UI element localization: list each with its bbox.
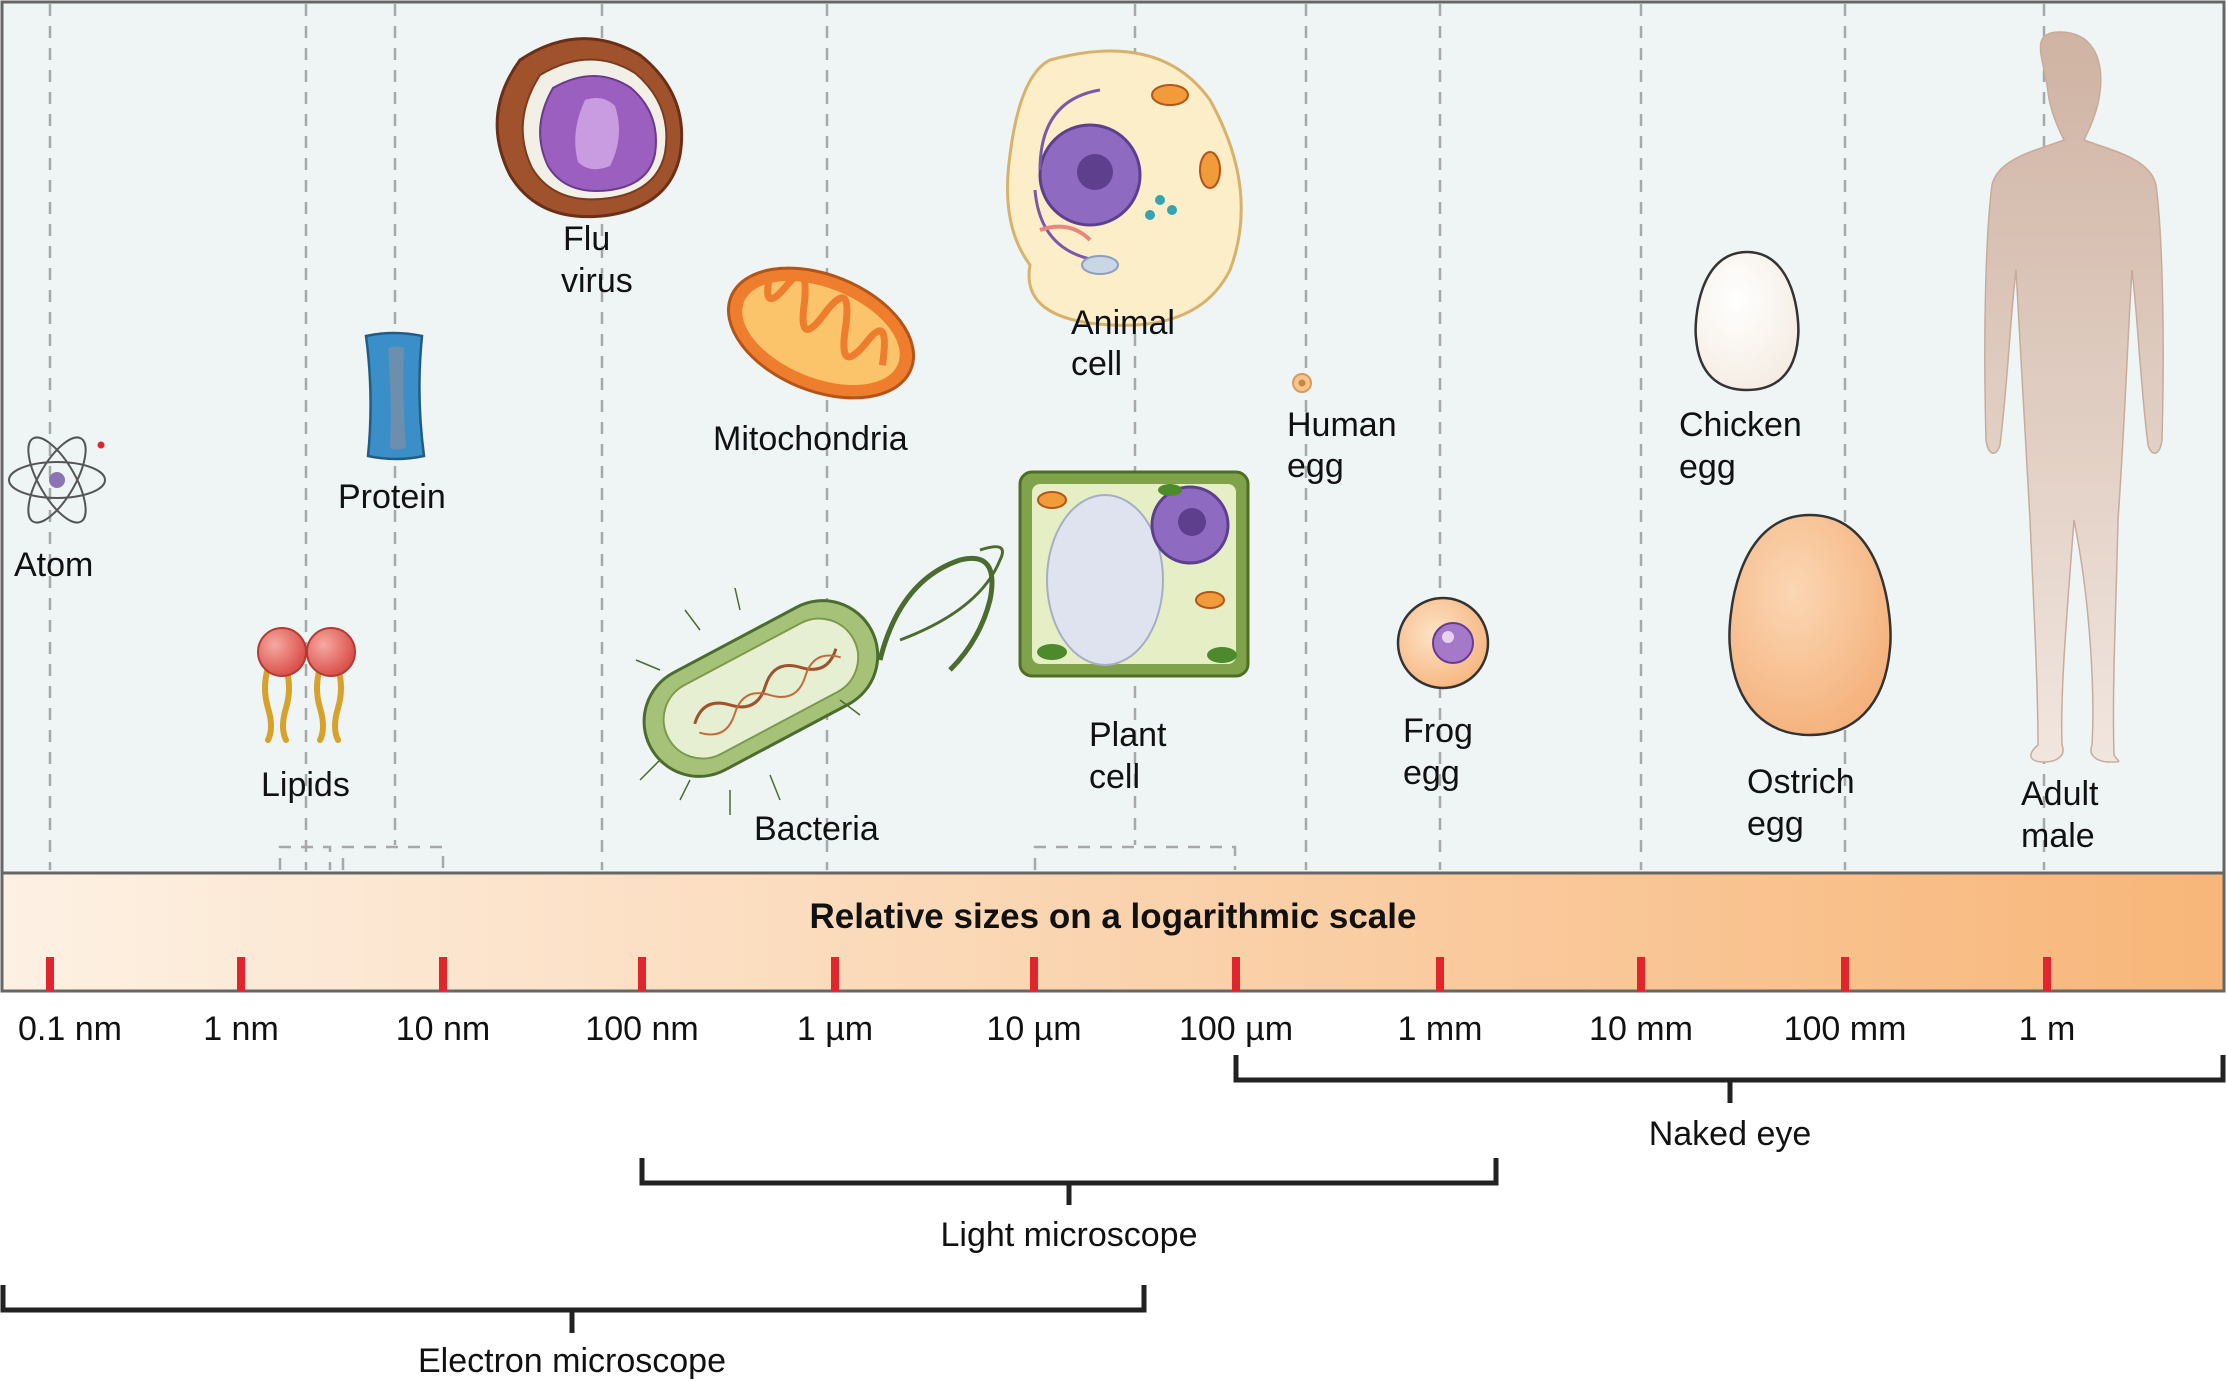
adult-male-illustration	[1984, 31, 2164, 763]
ostrich-egg-label-line1: Ostrich	[1747, 763, 1855, 801]
frog-egg-label-line1: Frog	[1403, 712, 1473, 750]
flu-virus-label-line2: virus	[561, 262, 633, 300]
frog-egg-illustration	[1396, 596, 1490, 690]
scale-tick-labels: 0.1 nm 1 nm 10 nm 100 nm 1 µm 10 µm 100 µm 1 mm…	[18, 1010, 2075, 1048]
scale-tick-mark	[638, 957, 646, 991]
chicken-egg-label-line2: egg	[1679, 448, 1736, 486]
plant-cell-label-line1: Plant	[1089, 716, 1167, 754]
scale-tick-label: 100 µm	[1179, 1010, 1293, 1048]
adult-male-label-line1: Adult	[2021, 775, 2099, 813]
bacteria-label: Bacteria	[754, 810, 879, 848]
log-scale-bar	[0, 871, 2226, 993]
scale-tick-label: 0.1 nm	[18, 1010, 122, 1048]
lipids-illustration	[257, 627, 356, 743]
atom-illustration	[8, 436, 106, 524]
scale-tick-label: 10 nm	[396, 1010, 491, 1048]
scale-tick-mark	[831, 957, 839, 991]
scale-tick-mark	[1841, 957, 1849, 991]
electron-microscope-label: Electron microscope	[418, 1342, 726, 1380]
plant-cell-label-line2: cell	[1089, 758, 1140, 796]
lipids-label: Lipids	[261, 766, 350, 804]
scale-tick-label: 10 µm	[986, 1010, 1081, 1048]
scale-tick-mark	[237, 957, 245, 991]
scale-tick-mark	[1030, 957, 1038, 991]
protein-illustration	[364, 331, 426, 461]
human-egg-label-line2: egg	[1287, 447, 1344, 485]
scale-tick-label: 1 m	[2019, 1010, 2076, 1048]
scale-tick-mark	[1436, 957, 1444, 991]
animal-cell-illustration	[1006, 49, 1243, 327]
scale-tick-label: 100 nm	[585, 1010, 698, 1048]
scale-tick-mark	[2043, 957, 2051, 991]
scale-tick-mark	[1637, 957, 1645, 991]
naked-eye-bracket	[1233, 1055, 2226, 1103]
scale-tick-label: 1 mm	[1398, 1010, 1483, 1048]
animal-cell-label-line2: cell	[1071, 345, 1122, 383]
naked-eye-label: Naked eye	[1649, 1115, 1812, 1153]
scale-tick-label: 10 mm	[1589, 1010, 1693, 1048]
chicken-egg-label-line1: Chicken	[1679, 406, 1802, 444]
plant-cell-illustration	[1018, 470, 1250, 678]
flu-virus-illustration	[495, 37, 684, 219]
electron-microscope-bracket	[0, 1285, 1147, 1333]
atom-label: Atom	[14, 546, 93, 584]
scale-tick-label: 1 µm	[797, 1010, 873, 1048]
scale-ticks	[46, 957, 2051, 991]
bacteria-illustration	[635, 545, 1004, 815]
chicken-egg-illustration	[1694, 250, 1800, 392]
frog-egg-label-line2: egg	[1403, 754, 1460, 792]
human-egg-illustration	[1292, 373, 1312, 393]
mitochondria-illustration	[726, 266, 916, 400]
scale-tick-label: 1 nm	[203, 1010, 279, 1048]
human-egg-label-line1: Human	[1287, 406, 1397, 444]
light-microscope-label: Light microscope	[940, 1216, 1197, 1254]
ostrich-egg-label-line2: egg	[1747, 805, 1804, 843]
flu-virus-label-line1: Flu	[563, 220, 610, 258]
protein-label: Protein	[338, 478, 446, 516]
scale-tick-mark	[439, 957, 447, 991]
scale-tick-mark	[1232, 957, 1240, 991]
ostrich-egg-illustration	[1728, 513, 1892, 737]
scale-title: Relative sizes on a logarithmic scale	[810, 897, 1417, 936]
scale-tick-label: 100 mm	[1784, 1010, 1907, 1048]
animal-cell-label-line1: Animal	[1071, 304, 1175, 342]
scale-tick-mark	[46, 957, 54, 991]
mitochondria-label: Mitochondria	[713, 420, 908, 458]
light-microscope-bracket	[639, 1158, 1499, 1205]
adult-male-label-line2: male	[2021, 817, 2095, 855]
